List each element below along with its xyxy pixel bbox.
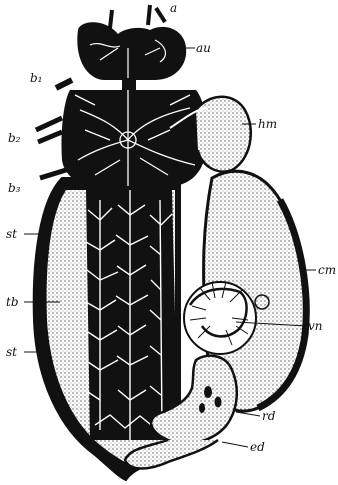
spiracle-b3 <box>40 170 66 178</box>
label-rd: rd <box>262 409 276 423</box>
label-ed: ed <box>250 440 265 454</box>
label-st-lower: st <box>6 345 17 359</box>
label-b3: b₃ <box>8 181 21 195</box>
label-hm: hm <box>258 117 277 131</box>
label-st-upper: st <box>6 227 17 241</box>
thorax <box>61 90 206 186</box>
leader-rd <box>236 412 260 416</box>
label-tb: tb <box>6 295 19 309</box>
label-cm: cm <box>318 263 336 277</box>
label-b1: b₁ <box>30 71 43 85</box>
label-b2: b₂ <box>8 131 21 145</box>
head-lobes <box>77 22 186 80</box>
label-au: au <box>196 41 211 55</box>
label-a: a <box>170 1 177 15</box>
head-stem <box>122 78 136 92</box>
leader-ed <box>222 442 248 447</box>
label-vn: vn <box>308 319 323 333</box>
antenna <box>110 5 165 28</box>
spiracle-b2 <box>36 118 62 142</box>
spiracle-b1 <box>56 80 72 88</box>
